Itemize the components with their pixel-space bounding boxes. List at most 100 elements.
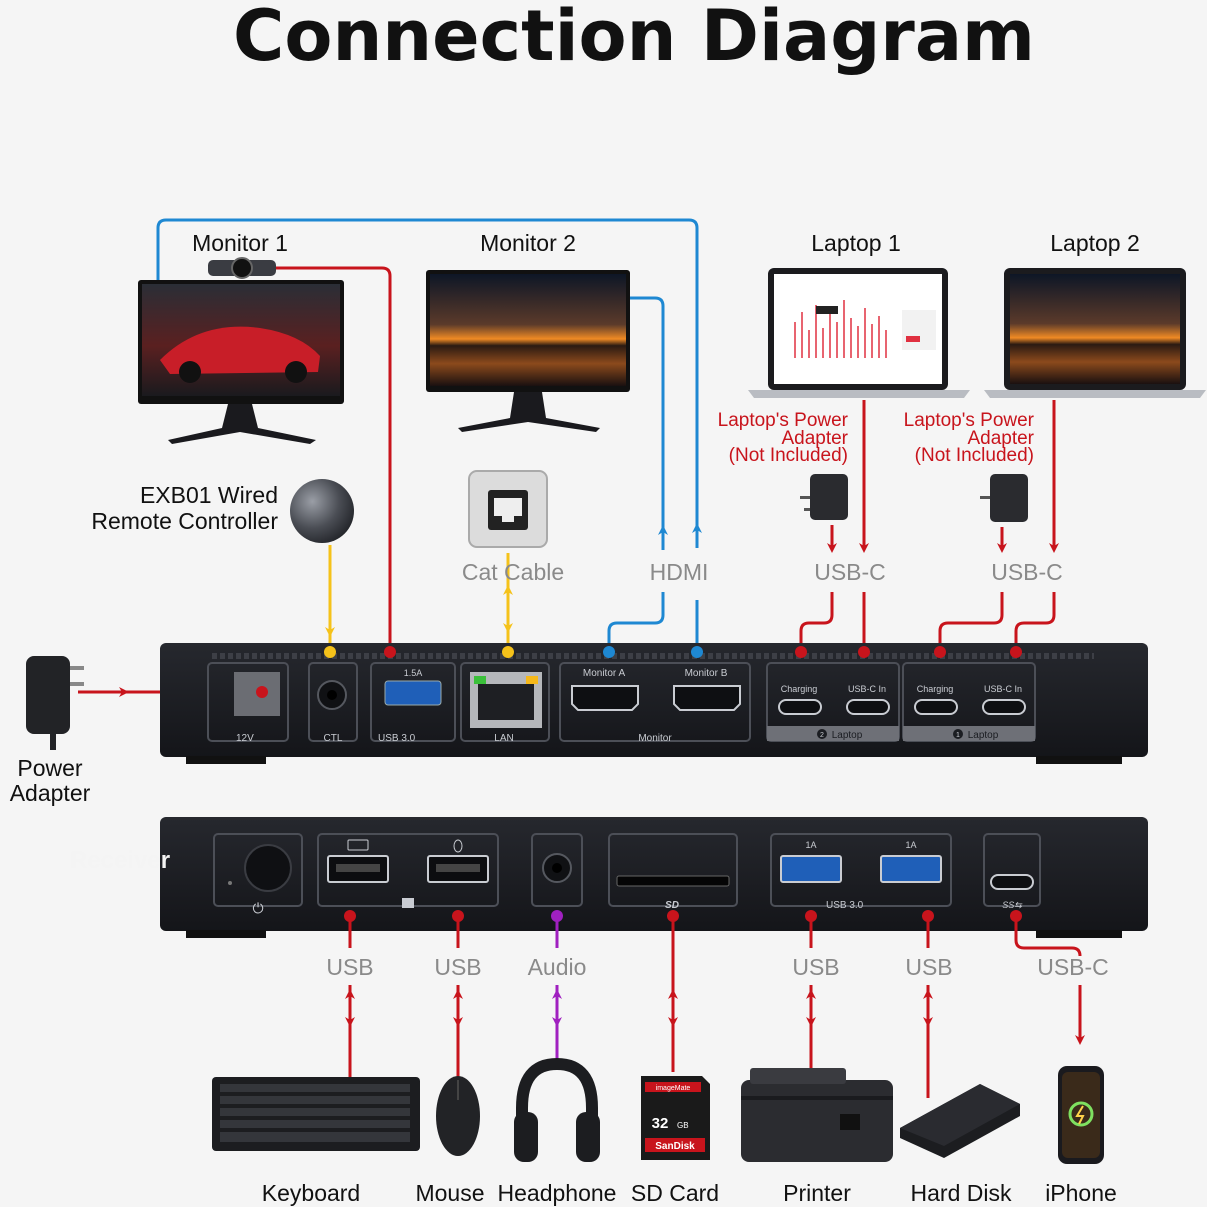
usb-rating-label: 1.5A [404, 668, 423, 678]
laptop1-usbc-in-port[interactable] [982, 699, 1026, 715]
charging-label-1: Charging [781, 684, 818, 694]
cat-cable: Cat Cable [462, 470, 564, 585]
power-label-line2: Adapter [10, 780, 91, 806]
hard-disk [900, 1084, 1020, 1158]
port-ctl-label: CTL [324, 733, 343, 744]
power-adapter: Power Adapter [10, 656, 91, 806]
laptop2-usbc-cable-lower [1014, 592, 1056, 652]
hard-disk-label: Hard Disk [911, 1180, 1012, 1206]
port-usb-label: USB 3.0 [378, 733, 416, 744]
laptop-2: Laptop 2 [984, 230, 1206, 398]
bottom-label-usb-harddisk: USB [905, 954, 952, 980]
charging-label-2: Charging [917, 684, 954, 694]
bottom-label-audio: Audio [528, 954, 587, 980]
headphone-label: Headphone [498, 1180, 617, 1206]
remote-label-line2: Remote Controller [91, 508, 278, 534]
front-usb-rating-1: 1A [805, 840, 816, 850]
laptop2-port-label: Laptop [832, 730, 863, 741]
laptop-power-adapter-1-icon [800, 474, 848, 520]
laptop2-label: Laptop 2 [1050, 230, 1140, 256]
hdmi-label: HDMI [650, 559, 709, 585]
iphone-cable-top [1014, 916, 1082, 957]
usbc-in-label-2: USB-C In [984, 684, 1022, 694]
page-title: Connection Diagram [233, 0, 1035, 77]
hdmi-port-b[interactable] [673, 685, 741, 711]
bottom-label-usb-keyboard: USB [326, 954, 373, 980]
adapter2-label-line3: (Not Included) [915, 445, 1034, 466]
laptop2-usbc-in-port[interactable] [846, 699, 890, 715]
rear-usb-port[interactable] [384, 680, 442, 706]
remote-knob-icon [290, 479, 354, 543]
sd-brand: SanDisk [655, 1141, 695, 1152]
adapter1-label-line3: (Not Included) [729, 445, 848, 466]
usbc-label-1: USB-C [814, 559, 886, 585]
port-12v-label: 12V [236, 733, 254, 744]
printer-label: Printer [783, 1180, 851, 1206]
adapter1-label-line2: Adapter [781, 428, 848, 449]
iphone-label: iPhone [1045, 1180, 1117, 1206]
webcam-usb-cable [250, 266, 392, 652]
front-usb-label: USB 3.0 [826, 900, 864, 911]
laptop1-number: 1 [956, 732, 960, 739]
lock-icon [402, 898, 414, 908]
hdmi-cable-monitor1 [156, 218, 699, 528]
usbc-label-2: USB-C [991, 559, 1063, 585]
power-label-line1: Power [17, 755, 83, 781]
laptop1-charging-port[interactable] [914, 699, 958, 715]
monitor-a-label: Monitor A [583, 668, 626, 679]
cat-cable-label: Cat Cable [462, 559, 564, 585]
monitor-2: Monitor 2 [426, 230, 630, 432]
sd-card-label: SD Card [631, 1180, 719, 1206]
headphone [514, 1057, 600, 1162]
laptop1-label: Laptop 1 [811, 230, 901, 256]
sd-card: imageMate 32 GB SanDisk [641, 1076, 710, 1160]
monitor-1: Monitor 1 [138, 230, 344, 444]
printer-icon [741, 1080, 893, 1162]
adapter2-label-line2: Adapter [967, 428, 1034, 449]
usbc-in-label-1: USB-C In [848, 684, 886, 694]
dock-rear-panel: 12V CTL 1.5A USB 3.0 LAN Monitor A Monit… [160, 643, 1148, 764]
mouse-symbol-icon [453, 839, 463, 853]
monitor-b-label: Monitor B [685, 668, 728, 679]
laptop1-port-label: Laptop [968, 730, 999, 741]
rear-connection-dots [324, 646, 1022, 658]
sd-card-slot[interactable] [616, 875, 730, 887]
sd-logo-icon: SD [665, 900, 679, 911]
hdmi-cable-monitor2 [628, 296, 665, 530]
hdmi-cable-monitor2-lower [607, 592, 665, 652]
adapter2-cable-lower [938, 592, 1004, 652]
port-lan-label: LAN [494, 733, 513, 744]
adapter1-cable-lower [799, 592, 834, 652]
front-usb-port-2[interactable] [880, 855, 942, 883]
keyboard [212, 1077, 420, 1151]
mouse [436, 1076, 480, 1156]
adapter2-label-line1: Laptop's Power [904, 410, 1035, 431]
remote-controller: EXB01 Wired Remote Controller [91, 479, 354, 543]
power-adapter-icon [26, 656, 70, 734]
bottom-label-usb-mouse: USB [434, 954, 481, 980]
receiver-label: Receiver [70, 847, 170, 874]
adapter1-label-line1: Laptop's Power [718, 410, 849, 431]
power-button[interactable] [244, 844, 292, 892]
sd-capacity: 32 [652, 1115, 669, 1132]
keyboard-symbol-icon [347, 839, 369, 851]
usbc-symbol-icon: SS⇆ [1002, 900, 1023, 910]
mouse-label: Mouse [415, 1180, 484, 1206]
bottom-label-usb-printer: USB [792, 954, 839, 980]
dock-front-panel: Receiver ⏻ SD 1A 1A USB 3.0 SS⇆ [70, 817, 1148, 938]
front-usb-rating-2: 1A [905, 840, 916, 850]
laptop-1: Laptop 1 [748, 230, 970, 398]
headphone-icon [516, 1057, 598, 1140]
monitor1-label: Monitor 1 [192, 230, 288, 256]
front-usbc-port[interactable] [990, 874, 1034, 890]
power-symbol-icon: ⏻ [252, 900, 263, 916]
front-connection-dots [344, 910, 1022, 922]
hdmi-port-a[interactable] [571, 685, 639, 711]
sd-brand-top: imageMate [656, 1085, 691, 1092]
laptop2-charging-port[interactable] [778, 699, 822, 715]
front-usb-port-1[interactable] [780, 855, 842, 883]
sd-capacity-unit: GB [677, 1121, 689, 1130]
monitor2-label: Monitor 2 [480, 230, 576, 256]
laptop2-number: 2 [820, 732, 824, 739]
